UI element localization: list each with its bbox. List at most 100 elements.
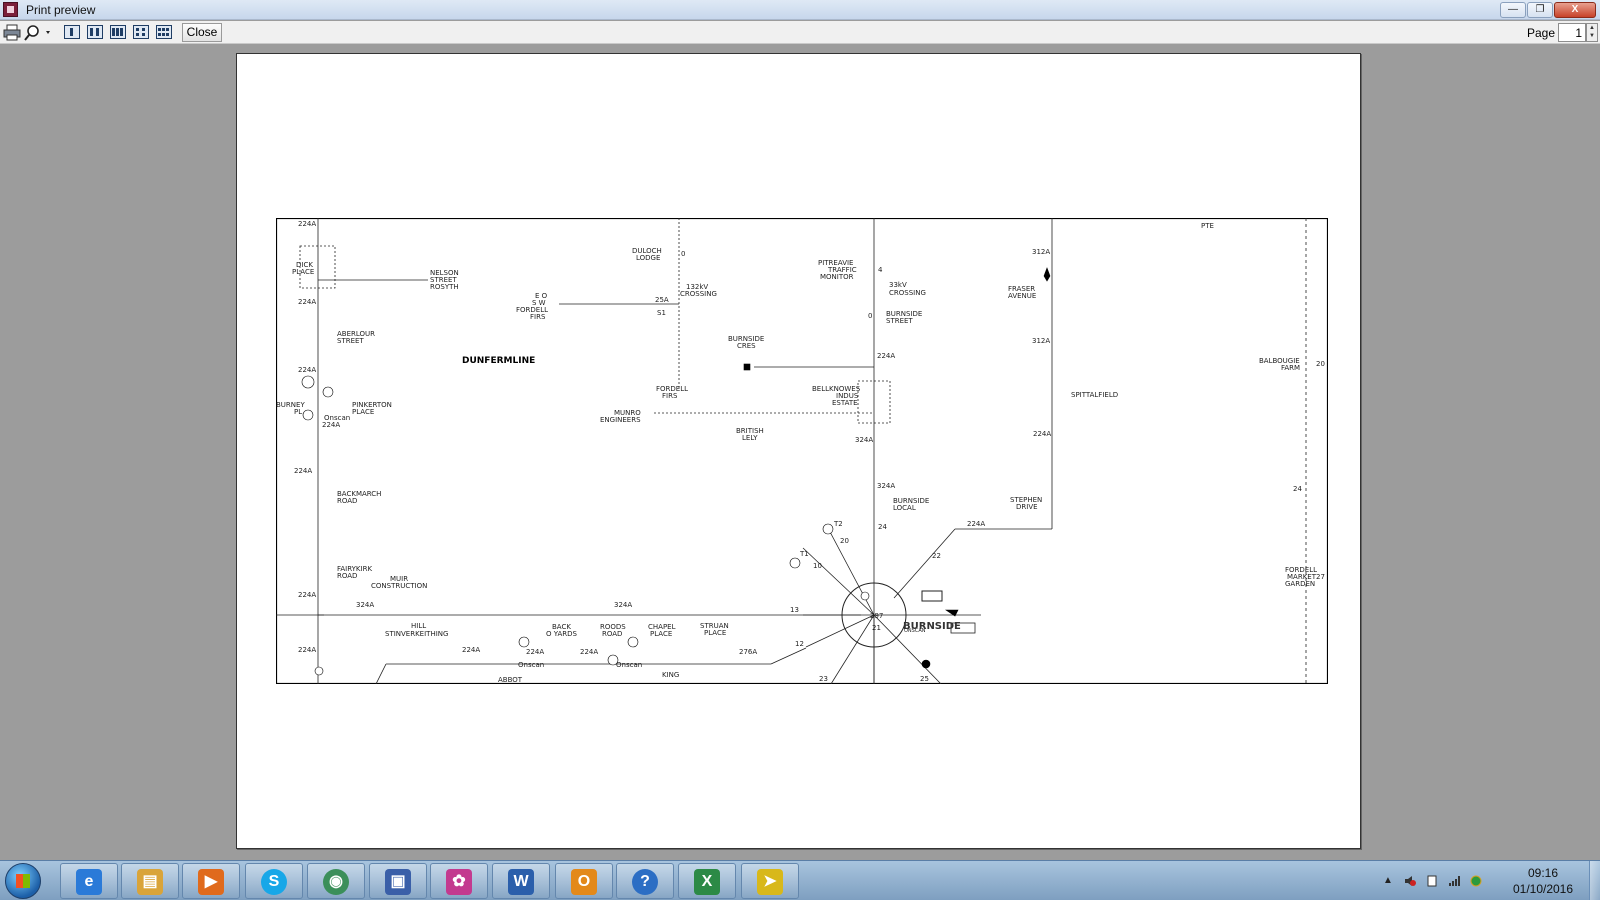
two-pages-icon[interactable] (87, 25, 103, 39)
diagram-label: 24 (1293, 485, 1302, 493)
diagram-label: 324A (855, 436, 873, 444)
diagram-label: STINVERKEITHING (385, 630, 448, 638)
excel-icon: X (694, 869, 720, 895)
system-tray: ▲ (1382, 861, 1600, 900)
substation-name-label: BURNSIDE (903, 621, 961, 632)
taskbar-app-network[interactable]: ◉ (307, 863, 365, 899)
clock-date: 01/10/2016 (1512, 882, 1574, 896)
diagram-label: 224A (1033, 430, 1051, 438)
diagram-label: PL (294, 408, 302, 416)
diagram-label: DRIVE (1016, 503, 1038, 511)
diagram-label: BALBOUGIE (1259, 357, 1300, 365)
diagram-label: ENGINEERS (600, 416, 641, 424)
restore-button[interactable]: ❐ (1527, 2, 1553, 18)
word-icon: W (508, 869, 534, 895)
diagram-label: DICK (296, 261, 313, 269)
three-pages-icon[interactable] (110, 25, 126, 39)
diagram-label: ABBOT (498, 676, 523, 684)
show-desktop-button[interactable] (1589, 861, 1600, 900)
taskbar-app-remote-desktop[interactable]: ▣ (369, 863, 427, 899)
diagram-label: 33kV (889, 281, 907, 289)
close-preview-button[interactable]: Close (182, 23, 222, 42)
diagram-label: 132kV (686, 283, 708, 291)
diagram-label: 22 (932, 552, 941, 560)
volume-muted-icon[interactable] (1404, 875, 1416, 887)
clock-time: 09:16 (1527, 866, 1559, 880)
app-icon (3, 2, 18, 17)
close-window-button[interactable]: X (1554, 2, 1596, 18)
diagram-label: S1 (657, 309, 666, 317)
minimize-button[interactable]: — (1500, 2, 1526, 18)
diagram-label: CROSSING (889, 289, 926, 297)
diagram-label: 224A (298, 646, 316, 654)
taskbar-app-help[interactable]: ? (616, 863, 674, 899)
taskbar-app-outlook[interactable]: O (555, 863, 613, 899)
diagram-label: ABERLOUR (337, 330, 375, 338)
diagram-label: DULOCH (632, 247, 662, 255)
taskbar-app-media-player[interactable]: ▶ (182, 863, 240, 899)
diagram-label: TRAFFIC (827, 266, 857, 274)
diagram-label: BURNSIDE (886, 310, 922, 318)
diagram-label: CRES (737, 342, 756, 350)
diagram-label: BURNSIDE (893, 497, 929, 505)
show-hidden-icons-icon[interactable]: ▲ (1383, 875, 1393, 886)
diagram-label: CROSSING (680, 290, 717, 298)
diagram-label: MONITOR (820, 273, 854, 281)
taskbar-app-word[interactable]: W (492, 863, 550, 899)
diagram-frame (275, 217, 1329, 685)
diagram-svg: 224A DICK PLACE NELSON STREET ROSYTH 224… (275, 217, 1329, 685)
diagram-label: 12 (795, 640, 804, 648)
diagram-label: 25A (655, 296, 669, 304)
diagram-label: AVENUE (1008, 292, 1036, 300)
diagram-label: PLACE (352, 408, 374, 416)
taskbar: e ▤ ▶ S ◉ ▣ ✿ W O ? X ➤ ▲ 09:16 01/10/20… (0, 860, 1600, 900)
diagram-label: 224A (298, 220, 316, 228)
start-button[interactable] (5, 863, 41, 899)
diagram-label: MUIR (390, 575, 408, 583)
diagram-label: PTE (1201, 222, 1214, 230)
taskbar-app-file-explorer[interactable]: ▤ (121, 863, 179, 899)
page-spinner[interactable]: ▲ ▼ (1586, 23, 1598, 42)
taskbar-app-skype[interactable]: S (245, 863, 303, 899)
diagram-label: ESTATE (832, 399, 858, 407)
taskbar-app-color[interactable]: ✿ (430, 863, 488, 899)
diagram-label: 276A (739, 648, 757, 656)
network-signal-icon[interactable] (1448, 875, 1460, 887)
color-app-icon: ✿ (446, 869, 472, 895)
six-pages-icon[interactable] (156, 25, 172, 39)
zoom-icon[interactable] (24, 24, 54, 41)
diagram-label: BELLKNOWES (812, 385, 861, 393)
diagram-label: 224A (298, 591, 316, 599)
page-number-input[interactable] (1558, 23, 1586, 42)
spin-up-icon[interactable]: ▲ (1589, 25, 1595, 31)
print-preview-toolbar: Close Page ▲ ▼ (0, 21, 1600, 44)
diagram-label: PLACE (292, 268, 314, 276)
taskbar-app-internet-explorer[interactable]: e (60, 863, 118, 899)
skype-icon: S (261, 869, 287, 895)
taskbar-app-excel[interactable]: X (678, 863, 736, 899)
security-icon[interactable] (1470, 875, 1482, 887)
clock[interactable]: 09:16 01/10/2016 (1498, 865, 1588, 897)
diagram-label: INDUS (836, 392, 859, 400)
diagram-label: S W (532, 299, 546, 307)
diagram-label: FORDELL (516, 306, 548, 314)
four-pages-icon[interactable] (133, 25, 149, 39)
diagram-label: 224A (322, 421, 340, 429)
diagram-label: 20 (840, 537, 849, 545)
diagram-label: FAIRYKIRK (337, 565, 372, 573)
window-title: Print preview (26, 3, 96, 17)
diagram-label: LOCAL (893, 504, 916, 512)
print-icon[interactable] (3, 24, 21, 41)
diagram-label: 224A (877, 352, 895, 360)
spin-down-icon[interactable]: ▼ (1589, 33, 1595, 39)
device-icon[interactable] (1426, 875, 1438, 887)
diagram-label: LODGE (636, 254, 660, 262)
network-icon: ◉ (323, 869, 349, 895)
diagram-label: FARM (1281, 364, 1300, 372)
preview-area[interactable]: 224A DICK PLACE NELSON STREET ROSYTH 224… (0, 45, 1600, 859)
diagram-label: PLACE (704, 629, 726, 637)
diagram-label: STEPHEN (1010, 496, 1042, 504)
one-page-icon[interactable] (64, 25, 80, 39)
diagram-label: FORDELL (656, 385, 688, 393)
taskbar-app-arrow[interactable]: ➤ (741, 863, 799, 899)
